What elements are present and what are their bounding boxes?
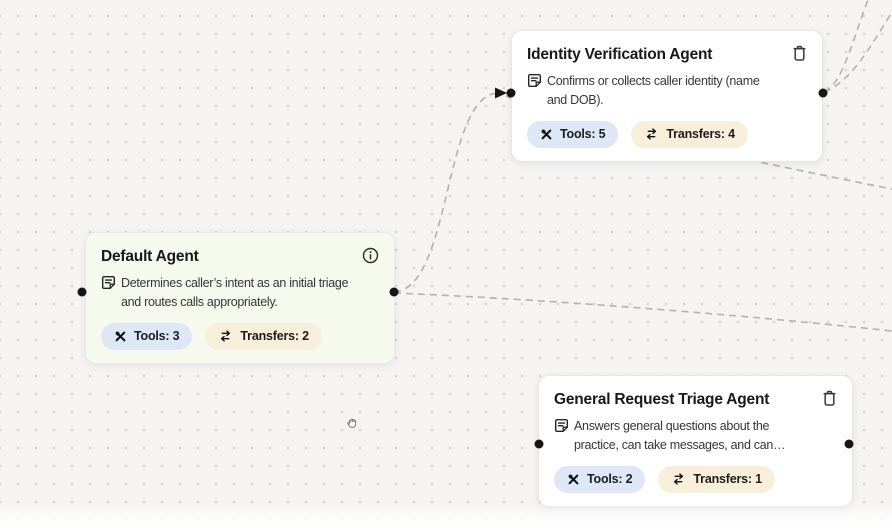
transfers-badge: Transfers: 4 bbox=[631, 120, 748, 148]
swap-arrows-icon bbox=[671, 473, 686, 485]
transfers-badge-label: Transfers: 1 bbox=[693, 471, 762, 486]
document-icon bbox=[527, 72, 542, 88]
document-icon bbox=[554, 417, 569, 433]
tools-badge: Tools: 5 bbox=[527, 120, 619, 148]
tools-icon bbox=[540, 128, 553, 141]
connector-triage-right[interactable] bbox=[844, 439, 854, 449]
connector-triage-left[interactable] bbox=[534, 439, 544, 449]
node-header: General Request Triage Agent bbox=[554, 389, 840, 409]
tools-badge-label: Tools: 3 bbox=[134, 328, 180, 343]
connector-identity-right[interactable] bbox=[818, 88, 828, 98]
tools-icon bbox=[567, 473, 580, 486]
swap-arrows-icon bbox=[218, 330, 233, 342]
edge-default-to-identity bbox=[393, 92, 499, 293]
node-header: Identity Verification Agent bbox=[527, 44, 810, 64]
node-description-row: Confirms or collects caller identity (na… bbox=[527, 72, 810, 110]
tools-badge-label: Tools: 2 bbox=[587, 471, 633, 486]
tools-badge: Tools: 2 bbox=[554, 465, 646, 493]
connector-default-right[interactable] bbox=[389, 287, 399, 297]
info-icon[interactable] bbox=[362, 246, 379, 264]
node-title: General Request Triage Agent bbox=[554, 391, 770, 408]
node-badges: Tools: 5 Transfers: 4 bbox=[527, 120, 810, 148]
edge-default-to-right-offscreen bbox=[393, 292, 892, 332]
node-general-request-triage-agent[interactable]: General Request Triage Agent Answers gen… bbox=[538, 375, 853, 507]
swap-arrows-icon bbox=[644, 128, 659, 140]
node-header: Default Agent bbox=[101, 246, 382, 266]
node-badges: Tools: 3 Transfers: 2 bbox=[101, 322, 382, 350]
node-description: Confirms or collects caller identity (na… bbox=[547, 74, 760, 108]
document-icon bbox=[101, 274, 116, 290]
node-badges: Tools: 2 Transfers: 1 bbox=[554, 465, 840, 493]
transfers-badge-label: Transfers: 2 bbox=[240, 328, 309, 343]
edge-identity-to-top-offscreen-1 bbox=[823, 0, 869, 93]
connector-identity-left[interactable] bbox=[506, 88, 516, 98]
transfers-badge: Transfers: 2 bbox=[205, 322, 322, 350]
node-description-row: Answers general questions about the prac… bbox=[554, 417, 840, 455]
tools-badge: Tools: 3 bbox=[101, 322, 193, 350]
node-description: Answers general questions about the prac… bbox=[574, 419, 786, 453]
node-title: Identity Verification Agent bbox=[527, 46, 713, 63]
edge-arrowhead bbox=[495, 87, 507, 99]
node-description-row: Determines caller’s intent as an initial… bbox=[101, 274, 382, 312]
tools-icon bbox=[114, 330, 127, 343]
node-default-agent[interactable]: Default Agent Determines caller’s intent… bbox=[85, 232, 395, 364]
node-title: Default Agent bbox=[101, 248, 199, 265]
node-description: Determines caller’s intent as an initial… bbox=[121, 276, 349, 310]
edge-right-offscreen-to-identity bbox=[505, 95, 892, 190]
delete-node-icon[interactable] bbox=[792, 44, 807, 62]
tools-badge-label: Tools: 5 bbox=[560, 126, 606, 141]
node-identity-verification-agent[interactable]: Identity Verification Agent Confirms or … bbox=[511, 30, 823, 162]
edge-identity-to-top-offscreen-2 bbox=[823, 11, 892, 93]
transfers-badge: Transfers: 1 bbox=[658, 465, 775, 493]
transfers-badge-label: Transfers: 4 bbox=[666, 126, 735, 141]
delete-node-icon[interactable] bbox=[822, 389, 837, 407]
grab-hand-cursor-icon bbox=[343, 413, 361, 431]
connector-default-left[interactable] bbox=[77, 287, 87, 297]
